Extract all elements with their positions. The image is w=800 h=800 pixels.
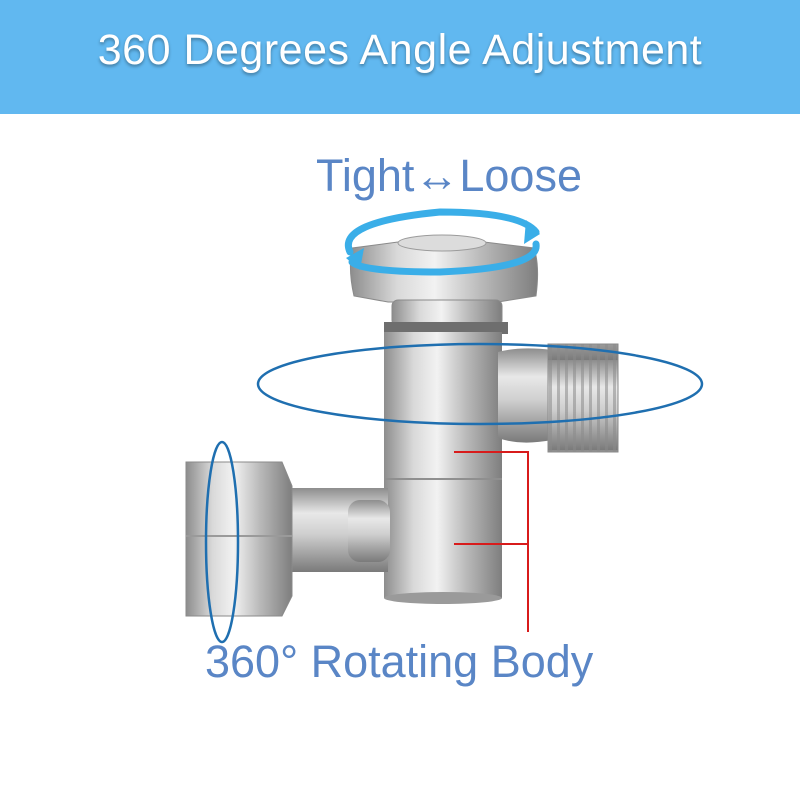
tight-loose-label: Tight↔Loose xyxy=(316,150,582,201)
valve-body xyxy=(384,332,502,604)
banner-title: 360 Degrees Angle Adjustment xyxy=(97,26,703,74)
hex-nut-connector xyxy=(185,461,390,617)
threaded-outlet xyxy=(498,343,619,453)
callout-line-icon xyxy=(454,451,529,632)
rotation-arrows-icon xyxy=(344,208,540,276)
rotating-body-label: 360° Rotating Body xyxy=(205,636,594,687)
nut-rotation-ring-icon xyxy=(204,440,240,644)
handle xyxy=(349,234,539,334)
rotation-ring-icon xyxy=(256,342,704,426)
header-banner: 360 Degrees Angle Adjustment xyxy=(0,0,800,114)
